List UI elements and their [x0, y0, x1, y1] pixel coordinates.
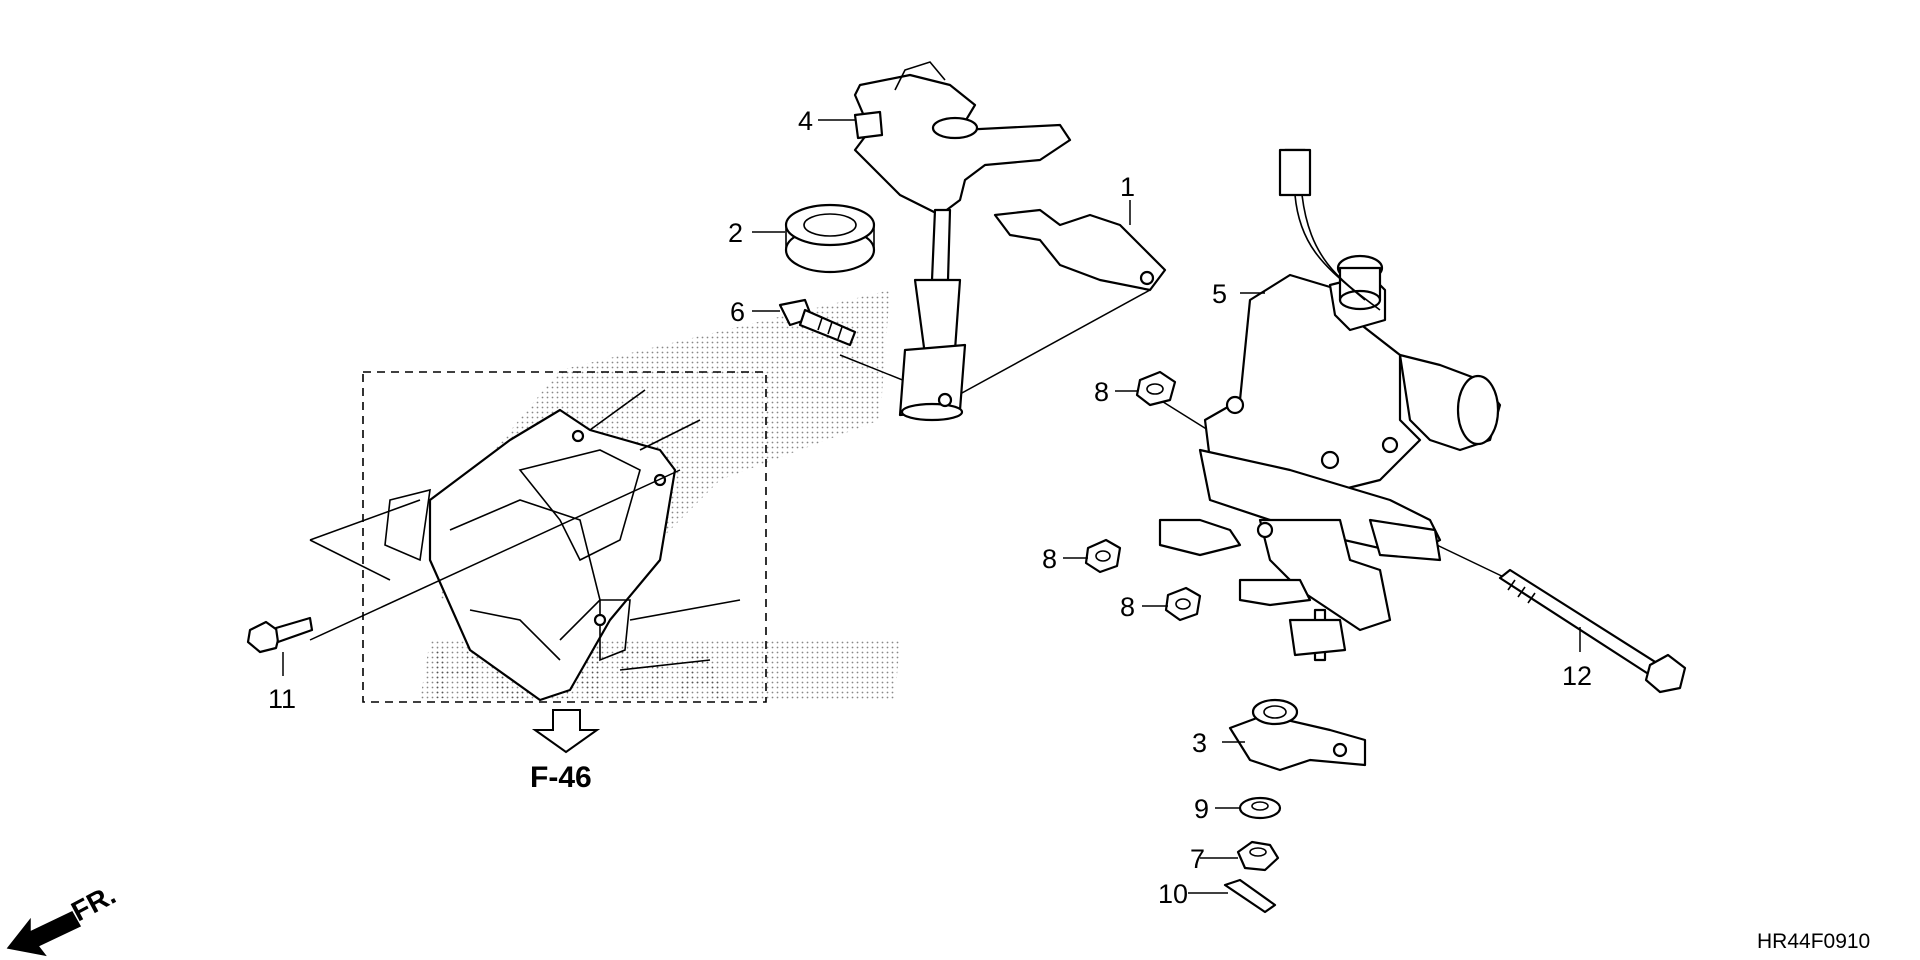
callout-8b: 8: [1042, 544, 1057, 574]
callout-12: 12: [1562, 661, 1592, 691]
callout-6: 6: [730, 297, 745, 327]
nut-7: [1236, 840, 1280, 872]
callout-5: 5: [1212, 279, 1227, 309]
callout-leaders: [282, 119, 1581, 894]
eps-unit: [1158, 148, 1502, 662]
bolt-12: [1498, 568, 1687, 694]
nut-8a: [1135, 370, 1177, 407]
callout-9: 9: [1194, 794, 1209, 824]
bolt-11: [246, 616, 314, 654]
callout-8a: 8: [1094, 377, 1109, 407]
nut-8c: [1164, 586, 1202, 622]
dust-seal: [784, 203, 876, 274]
callout-4: 4: [798, 106, 813, 136]
reference-label: F-46: [530, 761, 592, 794]
callout-10: 10: [1158, 879, 1188, 909]
steering-column: [853, 61, 1072, 422]
reference-arrow-icon: [531, 709, 601, 754]
washer-9: [1238, 796, 1282, 820]
reference-frame: [362, 371, 767, 703]
diagram-code: HR44F0910: [1757, 930, 1870, 953]
bolt-6: [778, 298, 857, 347]
callout-11: 11: [268, 684, 296, 714]
clamp-bracket: [993, 208, 1167, 292]
callout-2: 2: [728, 218, 743, 248]
front-arrow-icon: [6, 911, 82, 957]
nut-8b: [1084, 538, 1122, 574]
callout-3: 3: [1192, 728, 1207, 758]
callout-1: 1: [1120, 172, 1135, 202]
callout-8c: 8: [1120, 592, 1135, 622]
callout-7: 7: [1190, 844, 1205, 874]
cotter-pin-10: [1223, 878, 1277, 914]
pitman-arm: [1228, 698, 1367, 772]
